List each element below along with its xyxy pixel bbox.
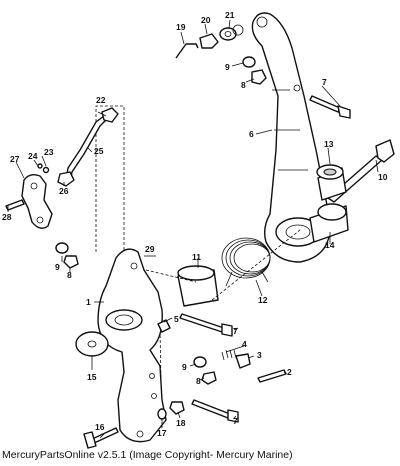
lever-27	[21, 173, 53, 229]
part-labels: 1 2 3 4 5 6 7 7 7 8 8 8 9 9 9 10 11 12 1…	[2, 10, 388, 438]
nut-8-upper	[251, 69, 267, 85]
bushing-14	[309, 203, 349, 243]
screw-2	[257, 369, 287, 383]
washer-24	[37, 163, 43, 169]
label-10: 10	[378, 172, 388, 182]
bolt-7-middle	[179, 313, 233, 337]
label-28: 28	[2, 212, 12, 222]
nut-18	[169, 401, 185, 415]
label-8-lower: 8	[196, 376, 201, 386]
bolt-7-lower	[191, 399, 239, 423]
screw-28	[5, 199, 25, 211]
label-2: 2	[287, 367, 292, 377]
clip-pin	[175, 43, 199, 59]
nut-8-lower	[201, 371, 217, 385]
copyright-caption: MercuryPartsOnline v2.5.1 (Image Copyrig…	[2, 449, 293, 461]
washer-9-left	[55, 242, 69, 254]
label-9-upper: 9	[225, 62, 230, 72]
label-21: 21	[225, 10, 235, 20]
nut-20	[199, 33, 219, 49]
label-17: 17	[157, 428, 167, 438]
bolt-16	[83, 427, 119, 449]
washer-23	[42, 166, 50, 174]
label-27: 27	[10, 154, 20, 164]
label-24: 24	[28, 151, 38, 161]
washer-21	[219, 24, 244, 41]
alignment-line-right	[211, 229, 301, 301]
label-22: 22	[96, 95, 106, 105]
label-15: 15	[87, 372, 97, 382]
alignment-line-left	[95, 105, 125, 316]
bushing-13	[316, 164, 347, 201]
bushing-11	[177, 265, 219, 307]
washer-15	[75, 331, 109, 357]
linkage-rod-25	[65, 107, 119, 183]
alignment-line-center	[145, 269, 197, 283]
label-5: 5	[174, 314, 179, 324]
label-26: 26	[59, 186, 69, 196]
washer-17	[157, 408, 167, 420]
spring-12	[221, 237, 271, 287]
label-8-left: 8	[67, 270, 72, 280]
label-19: 19	[176, 22, 186, 32]
label-6: 6	[249, 129, 254, 139]
label-29: 29	[145, 244, 155, 254]
label-9-lower: 9	[182, 362, 187, 372]
leader-lines	[7, 19, 379, 439]
label-18: 18	[176, 418, 186, 428]
nut-26	[57, 171, 75, 187]
label-16: 16	[95, 422, 105, 432]
label-25: 25	[94, 146, 104, 156]
label-8-upper: 8	[241, 80, 246, 90]
label-20: 20	[201, 15, 211, 25]
bolt-7-upper	[309, 95, 351, 119]
label-13: 13	[324, 139, 334, 149]
throttle-arm-lower	[97, 248, 167, 443]
label-9-left: 9	[55, 262, 60, 272]
label-3: 3	[257, 350, 262, 360]
washer-9-lower	[193, 356, 207, 368]
label-14: 14	[325, 240, 335, 250]
label-1: 1	[86, 297, 91, 307]
nut-8-left	[63, 255, 79, 269]
label-7-lower: 7	[233, 416, 238, 426]
label-7-upper: 7	[322, 77, 327, 87]
label-7-middle: 7	[233, 326, 238, 336]
label-4: 4	[242, 339, 247, 349]
label-23: 23	[44, 147, 54, 157]
bushing-3	[235, 353, 251, 369]
label-11: 11	[192, 252, 201, 262]
spring-4	[221, 349, 237, 361]
sleeve-5	[157, 319, 171, 333]
washer-9-upper	[242, 56, 256, 68]
label-12: 12	[258, 295, 268, 305]
